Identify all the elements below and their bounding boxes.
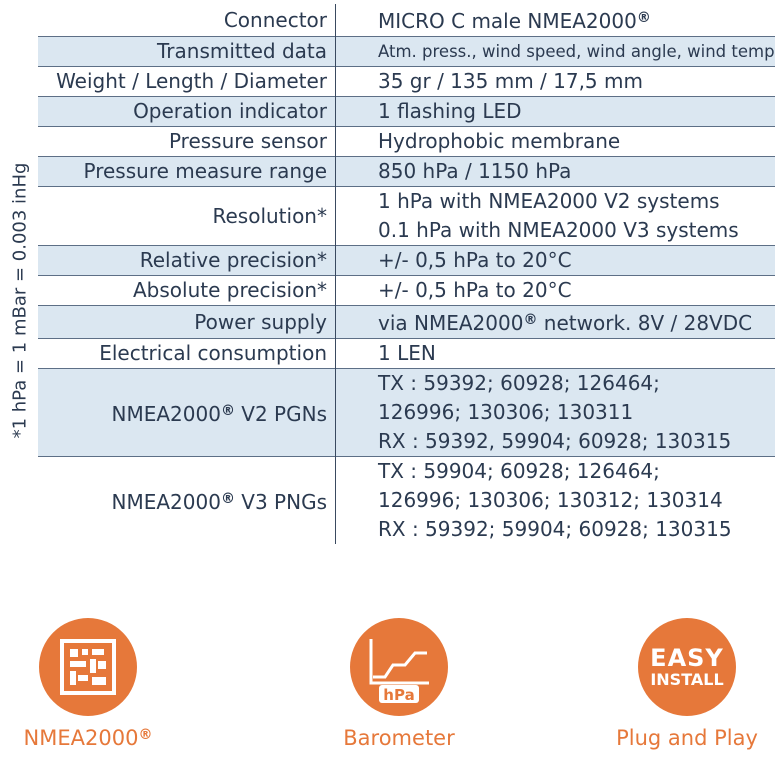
spec-value: 1 hPa with NMEA2000 V2 systems 0.1 hPa wi… [336, 187, 776, 246]
spec-value: MICRO C male NMEA2000® [336, 4, 776, 37]
badge-caption-barometer: Barometer [343, 726, 455, 750]
spec-value: Atm. press., wind speed, wind angle, win… [335, 36, 775, 67]
spec-value-line: TX : 59392; 60928; 126464; [378, 371, 660, 395]
feature-badges: NMEA2000® hPa Barometer EASY INSTALL Plu… [0, 618, 777, 762]
spec-label: Pressure measure range [38, 156, 336, 187]
spec-value-line: Hydrophobic membrane [378, 129, 621, 153]
badge-caption-nmea2000: NMEA2000® [23, 726, 153, 750]
spec-value-line: +/- 0,5 hPa to 20°C [378, 248, 572, 272]
spec-value: TX : 59392; 60928; 126464; 126996; 130306… [335, 368, 775, 457]
easy-install-line2: INSTALL [650, 670, 724, 689]
spec-label: NMEA2000® V2 PGNs [38, 368, 336, 457]
footnote-text: *1 hPa = 1 mBar = 0.003 inHg [9, 162, 31, 438]
spec-label: Connector [38, 4, 336, 37]
nmea2000-logo-icon [39, 618, 137, 716]
spec-label: Relative precision* [38, 245, 336, 276]
spec-row: Connector MICRO C male NMEA2000® [38, 4, 775, 37]
spec-row: Pressure measure range 850 hPa / 1150 hPa [38, 156, 775, 187]
spec-label: Operation indicator [38, 96, 336, 127]
easy-install-line1: EASY [650, 644, 724, 672]
spec-value-line: TX : 59904; 60928; 126464; [378, 459, 660, 483]
spec-value: 35 gr / 135 mm / 17,5 mm [336, 67, 776, 97]
spec-row: Electrical consumption 1 LEN [38, 338, 776, 369]
spec-value-line: 850 hPa / 1150 hPa [378, 159, 572, 183]
spec-label: Weight / Length / Diameter [38, 66, 336, 97]
spec-row: Resolution*1 hPa with NMEA2000 V2 system… [38, 186, 776, 246]
badge-caption-plug-and-play: Plug and Play [616, 726, 758, 750]
spec-table: Connector MICRO C male NMEA2000® Transmitt… [38, 4, 775, 544]
spec-value-line: 1 LEN [378, 341, 436, 365]
footnote-vertical: *1 hPa = 1 mBar = 0.003 inHg [2, 0, 38, 600]
spec-row: Absolute precision* +/- 0,5 hPa to 20°C [38, 275, 776, 306]
spec-row: Power supply via NMEA2000® network. 8V / … [38, 305, 775, 339]
badge-plug-and-play: EASY INSTALL Plug and Play [587, 618, 777, 750]
badge-barometer: hPa Barometer [299, 618, 499, 750]
spec-value: TX : 59904; 60928; 126464; 126996; 130306… [336, 457, 776, 545]
spec-label: Resolution* [38, 186, 336, 246]
spec-value-line: +/- 0,5 hPa to 20°C [378, 278, 572, 302]
badge-nmea2000: NMEA2000® [0, 618, 188, 750]
spec-value-line: 1 hPa with NMEA2000 V2 systems [378, 189, 720, 213]
spec-label: Absolute precision* [38, 275, 336, 306]
spec-label: Transmitted data [38, 36, 336, 67]
spec-value: 1 LEN [336, 339, 776, 369]
spec-value: 1 flashing LED [335, 96, 775, 127]
spec-value-line: 126996; 130306; 130311 [378, 400, 634, 424]
spec-value-line: 1 flashing LED [378, 99, 522, 123]
spec-value: Hydrophobic membrane [336, 127, 776, 157]
spec-value: 850 hPa / 1150 hPa [335, 156, 775, 187]
spec-value: +/- 0,5 hPa to 20°C [336, 276, 776, 306]
spec-label: NMEA2000® V3 PNGs [38, 456, 336, 544]
spec-value-line: 126996; 130306; 130312; 130314 [378, 488, 723, 512]
spec-value-line: 35 gr / 135 mm / 17,5 mm [378, 69, 643, 93]
spec-value-line: MICRO C male NMEA2000® [378, 9, 651, 33]
spec-value-line: RX : 59392; 59904; 60928; 130315 [378, 517, 732, 541]
easy-install-icon: EASY INSTALL [638, 618, 736, 716]
spec-row: Transmitted data Atm. press., wind speed,… [38, 36, 775, 67]
spec-value: via NMEA2000® network. 8V / 28VDC [335, 305, 775, 339]
barometer-icon-label: hPa [383, 686, 414, 704]
barometer-icon: hPa [350, 618, 448, 716]
spec-value-line: 0.1 hPa with NMEA2000 V3 systems [378, 218, 739, 242]
spec-value-line: Atm. press., wind speed, wind angle, win… [378, 42, 775, 61]
spec-row: Operation indicator 1 flashing LED [38, 96, 775, 127]
spec-label: Pressure sensor [38, 126, 336, 157]
spec-row: Pressure sensor Hydrophobic membrane [38, 126, 776, 157]
spec-row: Weight / Length / Diameter 35 gr / 135 mm… [38, 66, 776, 97]
spec-row: Relative precision* +/- 0,5 hPa to 20°C [38, 245, 775, 276]
spec-value-line: via NMEA2000® network. 8V / 28VDC [378, 311, 753, 335]
spec-value: +/- 0,5 hPa to 20°C [335, 245, 775, 276]
spec-label: Electrical consumption [38, 338, 336, 369]
spec-label: Power supply [38, 305, 336, 339]
spec-value-line: RX : 59392, 59904; 60928; 130315 [378, 429, 732, 453]
